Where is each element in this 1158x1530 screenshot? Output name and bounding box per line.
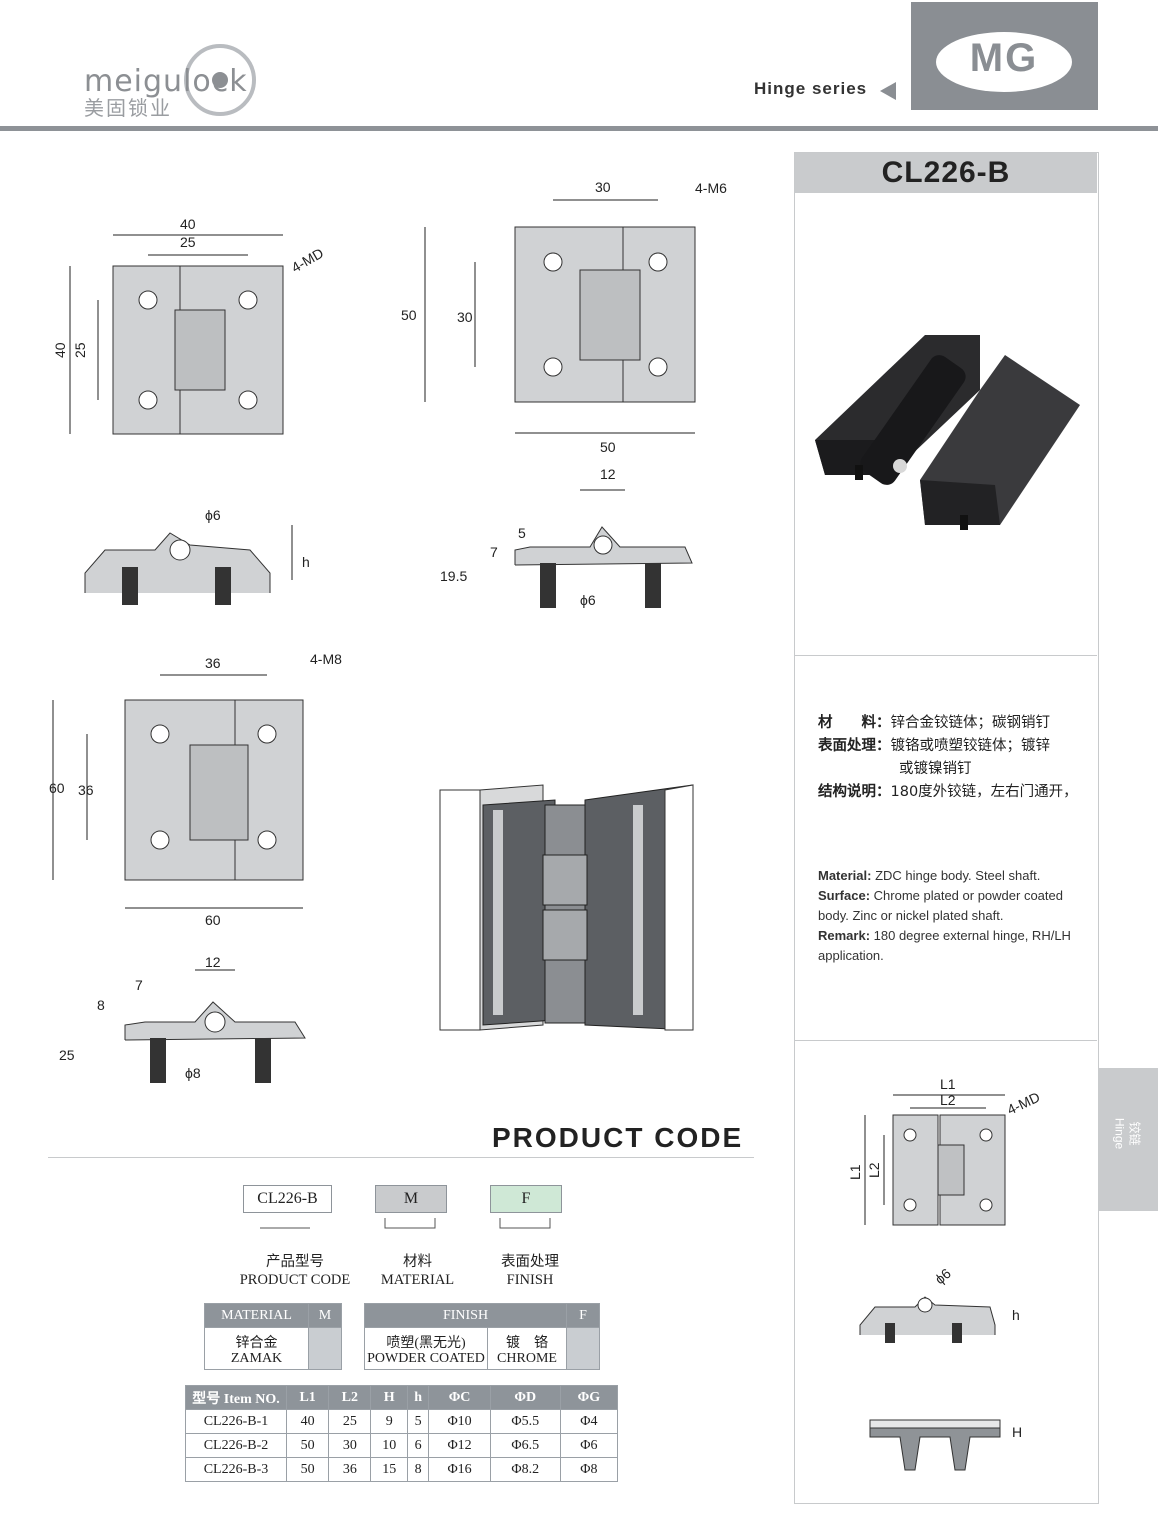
item-table-header: 型号 Item NO. L1 L2 H h ΦC ΦD ΦG [185,1385,619,1410]
logo-text-cn: 美固锁业 [84,96,172,120]
drawing-40-side: ϕ6 h [84,507,310,605]
label-h: h [1012,1307,1020,1323]
dim-d2-holes: 4-M6 [695,180,727,196]
installed-view-drawing [439,784,694,1031]
brand-logo [80,40,290,120]
dim-d3-holes: 4-M8 [310,651,342,667]
dim-d1-holes: 4-MD [289,245,327,276]
dim-d2s-c: 19.5 [440,568,467,584]
product-photo [815,335,1080,530]
dim-d2-h2: 30 [457,309,473,325]
drawing-60-front: 36 4-M8 60 36 60 [49,651,342,928]
dim-d3-bottom: 60 [205,912,221,928]
dim-d2s-w: 12 [600,466,616,482]
finish-table-code: F [566,1303,600,1328]
dim-d3-w: 36 [205,655,221,671]
series-label: Hinge series [754,79,868,98]
drawing-50-side: 12 5 7 19.5 ϕ6 [440,466,693,608]
dim-d1-h1: 40 [52,342,68,358]
code-box-finish: F [490,1185,562,1213]
dim-d2-bottom: 50 [600,439,616,455]
spec-en-block: Material: ZDC hinge body. Steel shaft. S… [818,866,1088,966]
spec-cn-remark: 结构说明：180度外铰链，左右门通开， [818,784,1078,800]
model-title: CL226-B [795,153,1097,193]
label-l1-v: L1 [847,1164,863,1180]
dim-d1-h2: 25 [72,342,88,358]
spec-cn-surface: 表面处理：镀铬或喷塑铰链体；镀锌 [818,738,1050,754]
dim-d2-w: 30 [595,179,611,195]
triangle-left-icon [880,82,896,100]
spec-en-remark: Remark: 180 degree external hinge, RH/LH… [818,928,1071,963]
drawing-50-front: 30 4-M6 50 30 50 [401,179,727,455]
logo-lock-icon [184,44,256,116]
dim-d2-h1: 50 [401,307,417,323]
product-code-divider [48,1157,754,1158]
panel-divider-1 [795,655,1097,656]
finish-table-header: FINISH [364,1303,567,1328]
spec-cn-surface-2: 或镀镍销钉 [899,761,972,777]
generic-dimension-drawing: L1 L2 4-MD L1 L2 ϕ6 h H [847,1076,1043,1471]
mg-mark: MG [969,36,1039,80]
label-H: H [1012,1424,1022,1440]
panel-divider-2 [795,1040,1097,1041]
dim-d1-h: h [302,554,310,570]
label-l2-v: L2 [866,1162,882,1178]
spec-cn-material: 材 料：锌合金铰链体；碳钢销钉 [818,715,1050,731]
dim-d1-w2: 25 [180,234,196,250]
dim-d3s-w: 12 [205,954,221,970]
code-bracket-lines [260,1218,551,1229]
code-box-model: CL226-B [243,1185,332,1213]
label-l2: L2 [940,1092,956,1108]
spec-en-material: Material: ZDC hinge body. Steel shaft. [818,868,1041,883]
dim-d2s-pin: ϕ6 [580,592,596,608]
logo-text-en: meigulock [84,64,248,99]
label-l1: L1 [940,1076,956,1092]
mg-oval [936,32,1072,92]
header-divider [0,126,1158,131]
dim-d3s-pin: ϕ8 [185,1065,201,1081]
spec-en-surface: Surface: Chrome plated or powder coated … [818,888,1063,923]
drawing-40-front: 40 25 4-MD 40 25 [52,216,327,435]
dim-d3s-a: 7 [135,977,143,993]
drawing-60-side: 12 7 8 25 ϕ8 [59,954,306,1083]
product-code-title: PRODUCT CODE [492,1122,744,1153]
side-tab [1098,1068,1158,1211]
material-table-header: MATERIAL [204,1303,309,1328]
dim-d2s-b: 7 [490,544,498,560]
side-tab-label: 铰链 Hinge [1112,1117,1142,1150]
label-pin: ϕ6 [932,1265,954,1287]
dim-d3s-c: 25 [59,1047,75,1063]
code-box-material: M [375,1185,447,1213]
label-holes: 4-MD [1005,1089,1043,1118]
dim-d3-h1: 60 [49,780,65,796]
material-table-code: M [308,1303,342,1328]
dim-d2s-a: 5 [518,525,526,541]
dim-d3-h2: 36 [78,782,94,798]
item-table: 型号 Item NO. L1 L2 H h ΦC ΦD ΦG CL226-B-1… [185,1385,619,1482]
finish-powder: 喷塑(黑无光)POWDER COATED [364,1327,488,1370]
dim-d3s-b: 8 [97,997,105,1013]
dim-d1-pin: ϕ6 [205,507,221,523]
dim-d1-w1: 40 [180,216,196,232]
